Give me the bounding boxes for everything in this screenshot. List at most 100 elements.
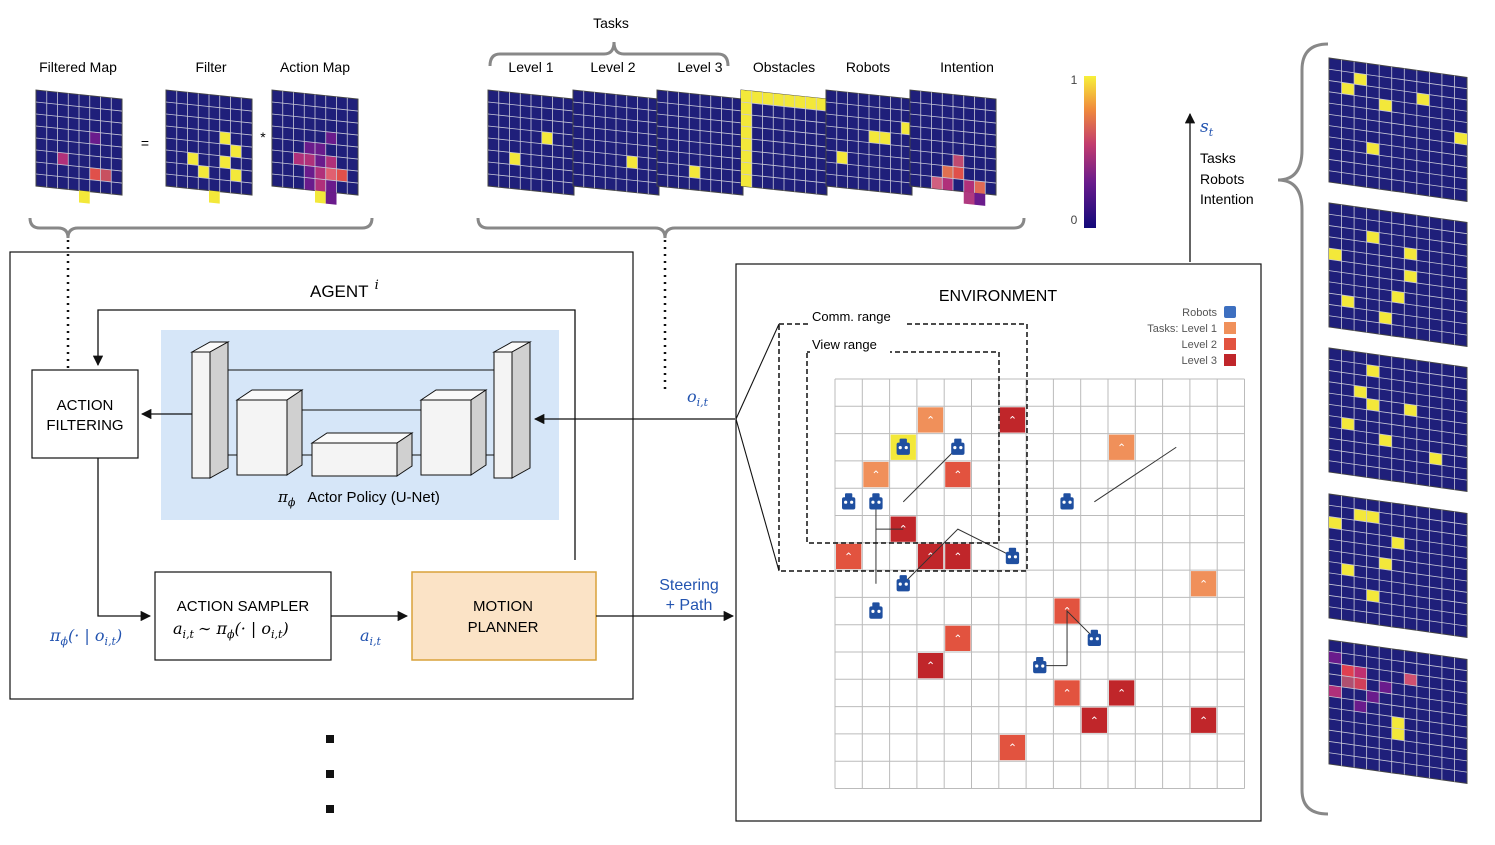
- level1-grid: [487, 89, 575, 196]
- grid-cell: [198, 165, 209, 179]
- task-chevron-icon: ⌃: [926, 551, 935, 563]
- multiply-sign: *: [260, 129, 266, 145]
- state-item-tasks: Tasks: [1200, 150, 1236, 166]
- legend-robot-icon: [1224, 306, 1236, 318]
- action-sampler-box: [154, 571, 332, 661]
- grid-cell: [836, 151, 848, 165]
- grid-cell: [805, 96, 817, 110]
- grid-cell: [1366, 690, 1380, 704]
- more-agents-ellipsis: [326, 735, 334, 813]
- legend-level3-swatch: [1224, 354, 1236, 366]
- state-stack-brace: [1277, 42, 1329, 816]
- level3-grid: [656, 89, 744, 196]
- grid-cell: [293, 152, 305, 166]
- grid-cell: [953, 154, 964, 168]
- robot-icon: [951, 438, 965, 455]
- state-item-intention: Intention: [1200, 191, 1254, 207]
- grid-cell: [1341, 294, 1355, 308]
- grid-cell: [1341, 675, 1355, 689]
- grid-cell: [773, 93, 784, 107]
- motion-planner-line2: PLANNER: [468, 619, 539, 636]
- task-chevron-icon: ⌃: [1199, 715, 1208, 727]
- grid-cell: [879, 131, 891, 145]
- grid-cell: [974, 192, 986, 206]
- grid-cell: [315, 190, 326, 204]
- task-cell: [999, 734, 1026, 761]
- equals-sign: =: [141, 135, 149, 151]
- action-label: ai,t: [360, 626, 382, 648]
- grid-cell: [1379, 680, 1392, 694]
- grid-cell: [953, 166, 964, 180]
- legend-level1-label: Tasks: Level 1: [1147, 323, 1217, 335]
- grid-cell: [1329, 516, 1342, 530]
- motion-planner-box: [411, 571, 597, 661]
- action-map-label: Action Map: [280, 59, 350, 75]
- legend-level1-swatch: [1224, 322, 1236, 334]
- grid-cell: [1341, 563, 1355, 577]
- grid-cell: [1341, 417, 1355, 431]
- grid-cell: [794, 95, 806, 109]
- robots-grid: [825, 89, 913, 196]
- colorbar: [1084, 76, 1096, 228]
- state-stack-map-1: [1328, 57, 1468, 202]
- environment-box: [735, 263, 1262, 822]
- filtered-map-grid: [35, 89, 123, 204]
- task-cell: [1109, 434, 1135, 460]
- robot-icon: [1060, 493, 1074, 510]
- grid-cell: [741, 150, 752, 164]
- intention-label: Intention: [940, 59, 994, 75]
- grid-cell: [762, 92, 774, 106]
- grid-cell: [1341, 664, 1355, 678]
- agent-box: [9, 251, 634, 700]
- unet-diagram: [190, 341, 532, 479]
- grid-cell: [1391, 536, 1405, 550]
- steering-label-line2: + Path: [666, 597, 713, 614]
- grid-cell: [741, 174, 752, 188]
- grid-cell: [325, 131, 337, 145]
- task-cell: [917, 407, 944, 433]
- grid-cell: [816, 97, 827, 112]
- task-chevron-icon: ⌃: [1117, 442, 1126, 454]
- grid-cell: [315, 142, 326, 156]
- grid-cell: [1366, 398, 1380, 412]
- robot-path: [1094, 446, 1177, 503]
- grid-cell: [1341, 82, 1355, 96]
- grid-cell: [1329, 248, 1342, 262]
- grid-cell: [1354, 72, 1367, 86]
- grid-cell: [1354, 385, 1367, 399]
- state-stack-map-2: [1328, 202, 1468, 347]
- grid-cell: [304, 165, 315, 179]
- grid-cell: [219, 131, 231, 145]
- grid-cell: [1354, 677, 1367, 691]
- task-cell: [1081, 707, 1107, 733]
- grid-cell: [304, 177, 315, 191]
- grid-cell: [1391, 290, 1405, 304]
- grid-cell: [1379, 433, 1392, 447]
- task-cell: [863, 461, 889, 488]
- robot-icon: [896, 575, 910, 592]
- filtered-map-label: Filtered Map: [39, 59, 117, 75]
- robot-path: [902, 446, 959, 503]
- task-cell: [917, 653, 944, 679]
- action-filtering-box: [31, 369, 139, 459]
- robot-icon: [896, 438, 910, 455]
- grid-cell: [1354, 666, 1367, 680]
- grid-cell: [931, 176, 943, 190]
- robot-path: [1066, 609, 1095, 666]
- environment-legend: Robots Tasks: Level 1 Level 2 Level 3: [1147, 306, 1236, 367]
- robot-path: [930, 528, 1013, 557]
- task-cell: [1109, 680, 1135, 706]
- grid-cell: [1354, 699, 1367, 713]
- robots-label: Robots: [846, 59, 890, 75]
- robot-icon: [869, 493, 883, 510]
- state-stack-map-3: [1328, 347, 1468, 492]
- state-items-box: [1194, 146, 1252, 210]
- grid-cell: [57, 152, 69, 166]
- grid-cell: [1391, 727, 1405, 741]
- task-cell: [999, 407, 1026, 433]
- grid-cell: [509, 152, 521, 166]
- grid-cell: [89, 131, 101, 145]
- grid-cell: [325, 167, 337, 181]
- task-chevron-icon: ⌃: [1008, 415, 1017, 427]
